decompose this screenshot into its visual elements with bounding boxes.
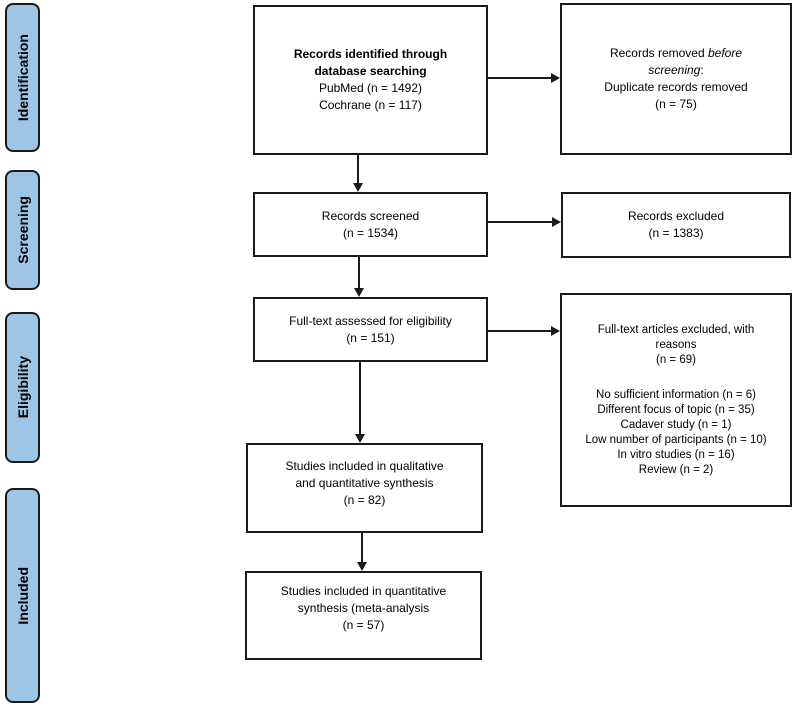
fulltext-assessed-count: (n = 151)	[346, 330, 395, 345]
duplicate-records-label: Duplicate records removed	[604, 80, 748, 94]
records-removed-line1-italic: before	[708, 46, 743, 60]
records-excluded-count: (n = 1383)	[648, 226, 704, 240]
arrowhead-down-icon	[355, 434, 365, 443]
fulltext-excluded-title-line1: Full-text articles excluded, with	[597, 323, 755, 336]
stage-eligibility: Eligibility	[5, 312, 40, 463]
records-identified-cochrane-count: Cochrane (n = 117)	[319, 98, 422, 112]
arrowhead-right-icon	[552, 217, 561, 227]
box-records-screened: Records screened (n = 1534)	[253, 192, 488, 257]
stage-identification: Identification	[5, 3, 40, 152]
records-removed-line2-italic: screening	[648, 63, 701, 77]
exclusion-reason: No sufficient information (n = 6)	[596, 388, 756, 401]
quantitative-synthesis-count: (n = 57)	[342, 618, 385, 632]
arrow-line-screened-to-fulltext	[358, 257, 360, 288]
box-records-removed: Records removed before screening: Duplic…	[560, 3, 792, 155]
fulltext-excluded-title-line2: reasons	[655, 338, 697, 351]
records-removed-line1-regular: Records removed	[609, 46, 708, 60]
box-qualitative-synthesis: Studies included in qualitative and quan…	[246, 443, 483, 533]
stage-included-label: Included	[14, 566, 31, 625]
records-screened-count: (n = 1534)	[342, 225, 399, 240]
records-identified-title-line1: Records identified through	[293, 47, 448, 61]
stage-screening-label: Screening	[14, 196, 31, 264]
stage-screening: Screening	[5, 170, 40, 290]
records-removed-line1: Records removed before	[610, 45, 742, 62]
exclusion-reason: In vitro studies (n = 16)	[617, 448, 735, 461]
records-removed-line2-colon: :	[700, 63, 704, 77]
stage-identification-label: Identification	[14, 33, 31, 122]
arrow-line-identified-to-screened	[357, 155, 359, 184]
arrow-line-fulltext-to-fulltext-excluded	[488, 330, 551, 332]
arrowhead-down-icon	[353, 183, 363, 192]
box-records-identified: Records identified through database sear…	[253, 5, 488, 155]
quantitative-synthesis-line1: Studies included in quantitative	[280, 584, 447, 598]
box-fulltext-excluded: Full-text articles excluded, with reason…	[560, 293, 792, 507]
records-excluded-label: Records excluded	[627, 209, 725, 223]
quantitative-synthesis-line2: synthesis (meta-analysis	[297, 601, 430, 615]
duplicate-records-count: (n = 75)	[655, 97, 697, 111]
fulltext-excluded-count: (n = 69)	[656, 353, 696, 366]
exclusion-reason: Different focus of topic (n = 35)	[597, 403, 755, 416]
qualitative-synthesis-line2: and quantitative synthesis	[295, 476, 434, 490]
arrow-line-identified-to-removed	[488, 77, 551, 79]
exclusion-reason: Review (n = 2)	[638, 463, 714, 476]
arrowhead-down-icon	[357, 562, 367, 571]
box-records-excluded: Records excluded (n = 1383)	[561, 192, 791, 258]
qualitative-synthesis-line1: Studies included in qualitative	[285, 459, 444, 473]
arrow-line-screened-to-excluded	[488, 221, 552, 223]
arrow-line-qualitative-to-quantitative	[361, 533, 363, 562]
qualitative-synthesis-count: (n = 82)	[343, 493, 386, 507]
records-identified-pubmed-count: PubMed (n = 1492)	[318, 81, 423, 95]
box-fulltext-assessed: Full-text assessed for eligibility (n = …	[253, 297, 488, 362]
exclusion-reason: Low number of participants (n = 10)	[585, 433, 767, 446]
records-identified-title-line2: database searching	[314, 64, 427, 78]
records-removed-line2: screening:	[648, 62, 703, 79]
arrowhead-right-icon	[551, 326, 560, 336]
arrowhead-down-icon	[354, 288, 364, 297]
stage-included: Included	[5, 488, 40, 703]
arrowhead-right-icon	[551, 73, 560, 83]
records-screened-label: Records screened	[321, 208, 420, 223]
arrow-line-fulltext-to-qualitative	[359, 362, 361, 434]
exclusion-reason: Cadaver study (n = 1)	[620, 418, 732, 431]
box-quantitative-synthesis: Studies included in quantitative synthes…	[245, 571, 482, 660]
fulltext-assessed-label: Full-text assessed for eligibility	[289, 313, 452, 328]
stage-eligibility-label: Eligibility	[14, 356, 31, 419]
